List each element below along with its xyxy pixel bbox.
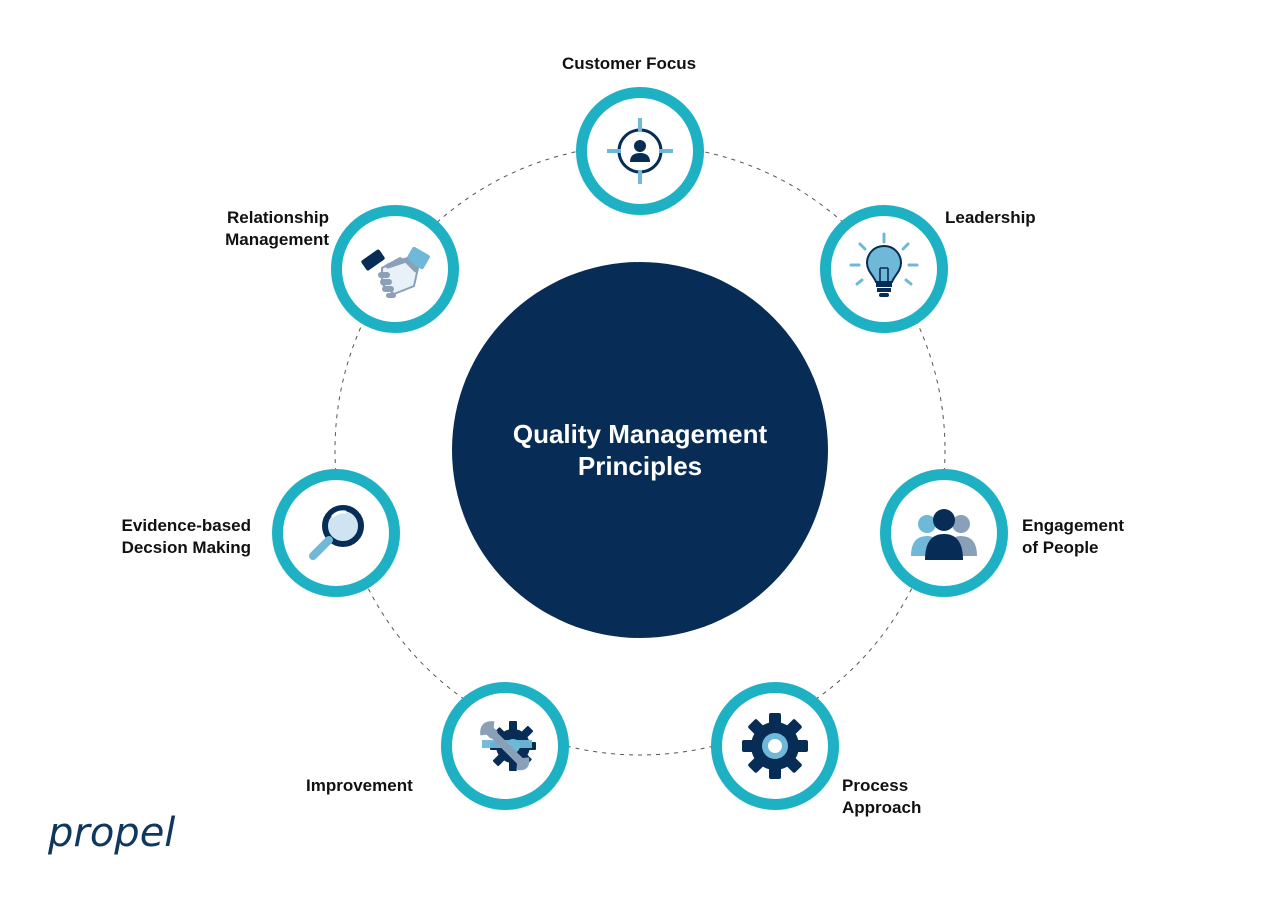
center-title-line-1: Quality Management xyxy=(512,419,768,449)
label-engagement-of-people: Engagement of People xyxy=(1022,516,1125,557)
label-process-approach: Process Approach xyxy=(842,776,922,817)
label-relationship-management: Relationship Management xyxy=(225,208,329,249)
handshake-icon xyxy=(361,246,430,298)
people-group-icon xyxy=(911,509,977,560)
node-improvement xyxy=(441,682,569,810)
center-circle: Quality Management Principles xyxy=(452,262,828,638)
label-leadership: Leadership xyxy=(945,208,1036,227)
node-process-approach xyxy=(711,682,839,810)
wrench-gear-icon xyxy=(480,721,536,771)
label-evidence-based-decision-making: Evidence-based Decsion Making xyxy=(121,516,251,557)
label-improvement: Improvement xyxy=(306,776,413,795)
node-engagement-of-people xyxy=(880,469,1008,597)
lightbulb-icon xyxy=(849,232,919,297)
node-leadership xyxy=(820,205,948,333)
gear-icon xyxy=(742,713,808,779)
center-title-line-2: Principles xyxy=(577,451,703,481)
node-customer-focus xyxy=(576,87,704,215)
magnifier-icon xyxy=(309,505,364,560)
logo-text: propel xyxy=(48,810,176,856)
propel-logo: propel xyxy=(48,810,175,856)
node-evidence-based-decision-making xyxy=(272,469,400,597)
target-person-icon xyxy=(607,118,673,184)
label-customer-focus: Customer Focus xyxy=(562,54,697,73)
node-relationship-management xyxy=(331,205,459,333)
